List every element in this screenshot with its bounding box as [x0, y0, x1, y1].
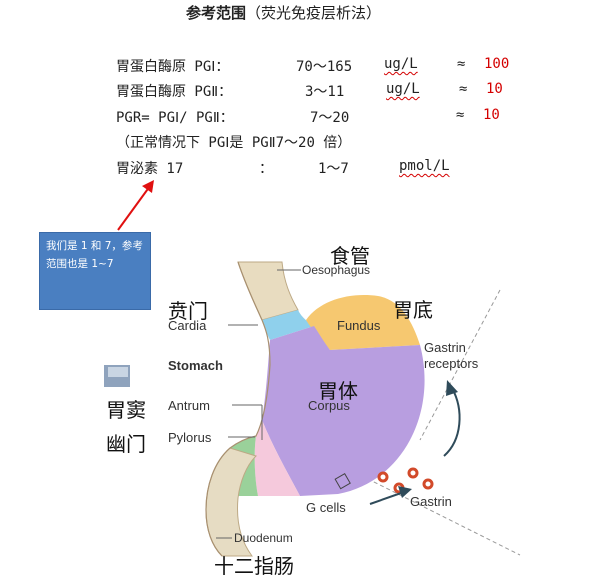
row-pg2-value: 10 — [486, 81, 503, 97]
label-stomach: Stomach — [168, 358, 223, 373]
label-duodenum: Duodenum — [234, 531, 293, 545]
placeholder-square-icon-inner — [108, 367, 128, 377]
label-weiti: 胃体 — [318, 379, 358, 403]
label-gastrin: Gastrin — [410, 494, 452, 509]
cardia-shape — [262, 310, 314, 340]
row-pgr-note: （正常情况下 PGⅠ是 PGⅡ7～20 倍） — [116, 135, 352, 151]
gastrin-dot — [422, 478, 434, 490]
row-g17-range: 1～7 — [318, 161, 349, 177]
corpus-shape — [262, 326, 425, 496]
row-g17-colon: ： — [259, 161, 273, 177]
label-fundus: Fundus — [337, 318, 381, 333]
gastrin-dot — [377, 471, 389, 483]
fundus-shape — [306, 295, 420, 350]
row-pgr-value: 10 — [483, 107, 500, 123]
g-cell-box — [334, 472, 351, 490]
row-g17-unit: pmol/L — [399, 158, 450, 174]
row-pg1-name: 胃蛋白酶原 PGⅠ： — [116, 59, 230, 75]
row-pgr-range: 7～20 — [310, 110, 350, 126]
gastrin-dot — [407, 467, 419, 479]
gastrin-to-receptor-arrowhead — [446, 380, 458, 396]
oesophagus-shape — [237, 261, 299, 321]
row-pg1-range: 70～165 — [296, 59, 353, 75]
gcell-to-gastrin-arrowhead — [398, 486, 412, 498]
dashed-line-top — [419, 289, 501, 441]
label-cardia: Cardia — [168, 318, 207, 333]
row-pgr-name: PGR= PGⅠ/ PGⅡ： — [116, 110, 234, 126]
title-bold: 参考范围 — [186, 4, 247, 22]
row-pg2-range: 3～11 — [305, 84, 345, 100]
row-pg1-unit: ug/L — [384, 56, 418, 72]
gcell-to-gastrin-arrow — [369, 491, 405, 505]
label-shiguan: 食管 — [330, 244, 370, 268]
row-pg2-approx: ≈ — [459, 81, 468, 97]
page-title: 参考范围（荧光免疫层析法） — [186, 2, 381, 23]
row-pg2-unit: ug/L — [386, 81, 420, 97]
label-weidi: 胃底 — [393, 298, 433, 322]
row-pg2-name: 胃蛋白酶原 PGⅡ： — [116, 84, 233, 100]
label-antrum: Antrum — [168, 398, 210, 413]
callout-note: 我们是 1 和 7，参考范围也是 1~7 — [39, 232, 151, 310]
label-corpus: Corpus — [308, 398, 350, 413]
row-pg1-value: 100 — [484, 56, 510, 72]
stomach-outline — [205, 261, 271, 557]
label-oesophagus: Oesophagus — [302, 263, 371, 277]
callout-arrow — [117, 185, 151, 231]
label-benmen: 贲门 — [168, 299, 208, 323]
label-weidou: 胃窦 — [106, 398, 146, 422]
row-pg1-approx: ≈ — [457, 56, 466, 72]
label-g-cells: G cells — [306, 500, 346, 515]
label-pylorus: Pylorus — [168, 430, 212, 445]
antrum-shape — [254, 420, 300, 496]
callout-arrow-head — [142, 180, 154, 193]
label-gastrin-receptors: Gastrin receptors — [424, 340, 479, 371]
label-youmen: 幽门 — [106, 432, 146, 456]
row-g17-name: 胃泌素 17 — [116, 161, 184, 177]
label-shierzhichang: 十二指肠 — [214, 554, 294, 578]
row-pgr-approx: ≈ — [456, 107, 465, 123]
gastrin-to-receptor-arrow — [443, 387, 461, 457]
title-method: （荧光免疫层析法） — [246, 4, 382, 22]
